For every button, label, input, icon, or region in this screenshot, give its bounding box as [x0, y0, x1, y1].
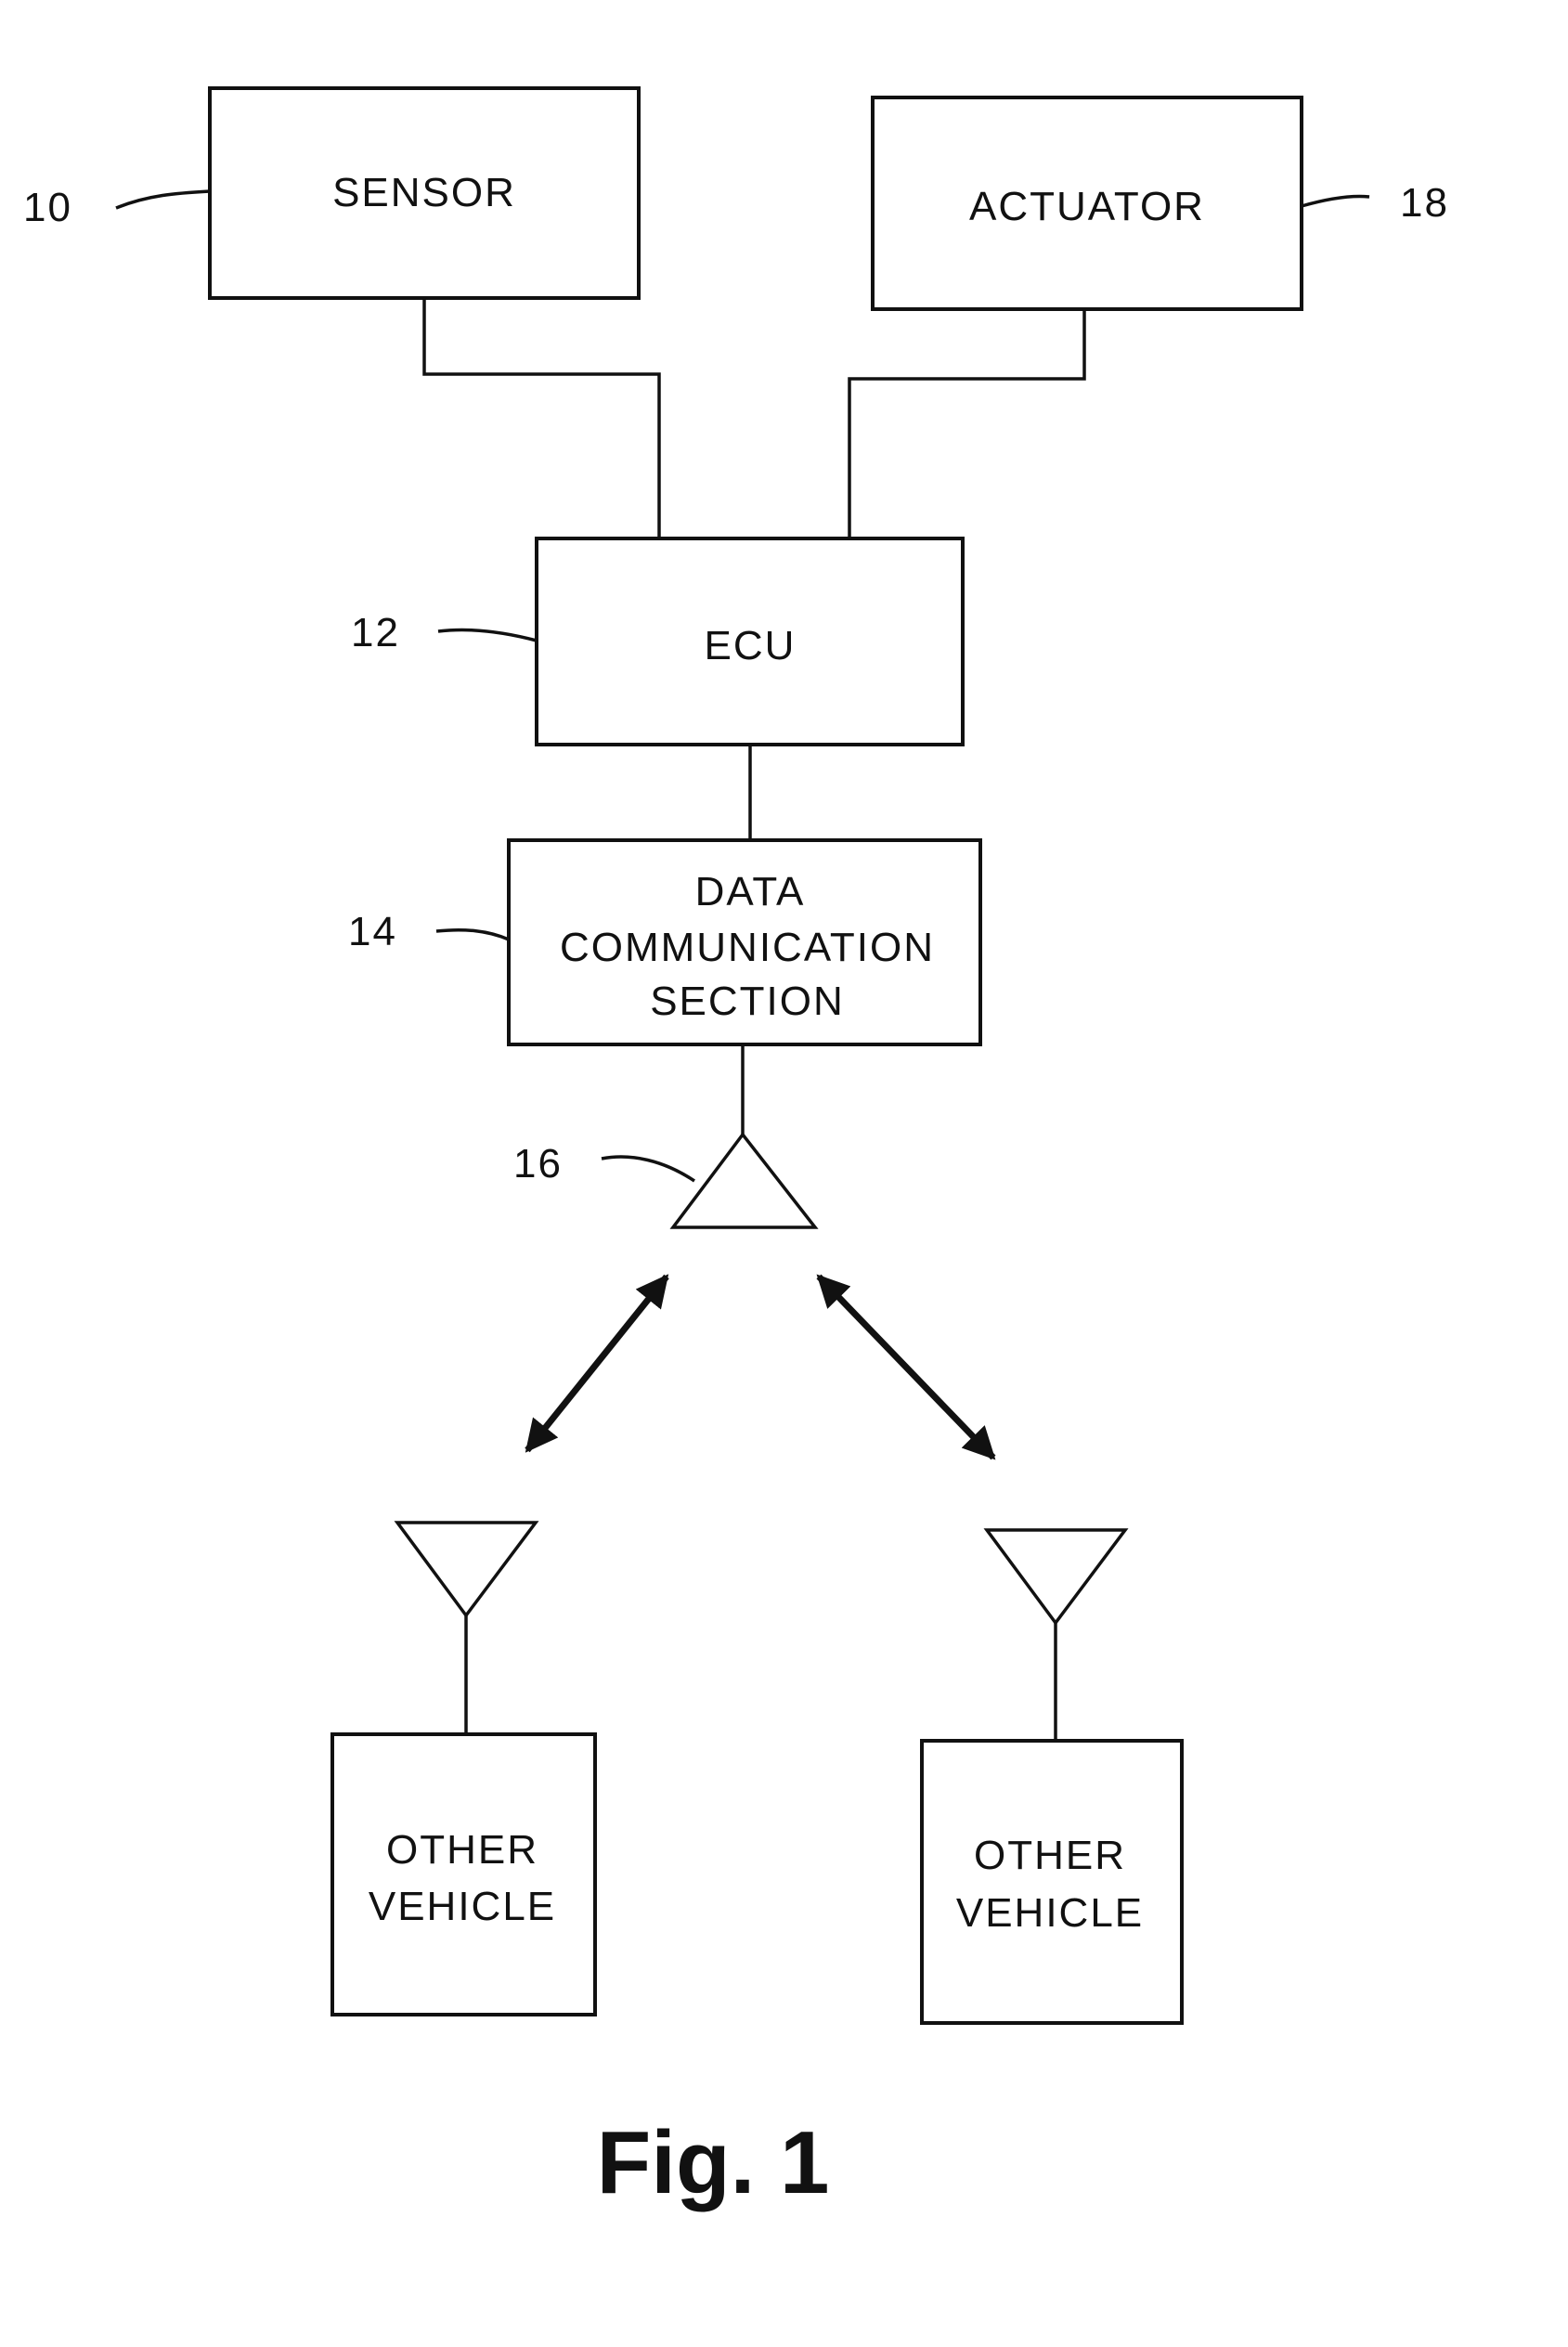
actuator-block: ACTUATOR	[873, 97, 1302, 309]
sensor-ref-number: 10	[23, 185, 72, 230]
right-other-vehicle-label-line1: OTHER	[974, 1833, 1126, 1878]
actuator-label: ACTUATOR	[969, 184, 1205, 229]
left-other-vehicle-box	[332, 1734, 595, 2015]
actuator-ecu-connection	[849, 309, 1084, 538]
data-communication-ref-leader	[436, 930, 509, 940]
data-communication-label-line2: COMMUNICATION	[560, 925, 935, 970]
antenna-ref-number: 16	[513, 1141, 563, 1186]
ecu-block: ECU	[537, 538, 963, 745]
left-other-vehicle-block: OTHER VEHICLE	[332, 1734, 595, 2015]
left-vehicle-antenna-icon	[397, 1523, 536, 1615]
right-vehicle-antenna-icon	[987, 1530, 1125, 1623]
data-communication-label-line3: SECTION	[650, 979, 845, 1024]
data-communication-label-line1: DATA	[695, 869, 806, 914]
sensor-label: SENSOR	[332, 170, 516, 215]
antenna-ref-leader	[602, 1157, 694, 1181]
wireless-link-left-arrow	[527, 1277, 667, 1450]
sensor-ref-leader	[116, 191, 210, 208]
data-communication-ref-number: 14	[348, 909, 397, 954]
sensor-ecu-connection	[424, 298, 659, 538]
sensor-block: SENSOR	[210, 88, 639, 298]
left-other-vehicle-label-line2: VEHICLE	[369, 1884, 556, 1929]
right-other-vehicle-box	[922, 1741, 1182, 2023]
ecu-ref-number: 12	[351, 610, 400, 655]
right-other-vehicle-block: OTHER VEHICLE	[922, 1741, 1182, 2023]
wireless-link-right-arrow	[819, 1277, 993, 1458]
actuator-ref-number: 18	[1400, 180, 1449, 226]
ecu-label: ECU	[705, 623, 797, 668]
actuator-ref-leader	[1302, 196, 1369, 206]
left-other-vehicle-label-line1: OTHER	[386, 1827, 538, 1873]
data-communication-block: DATA COMMUNICATION SECTION	[509, 840, 980, 1044]
figure-caption: Fig. 1	[597, 2113, 830, 2212]
right-other-vehicle-label-line2: VEHICLE	[956, 1890, 1144, 1936]
ecu-ref-leader	[438, 629, 537, 641]
